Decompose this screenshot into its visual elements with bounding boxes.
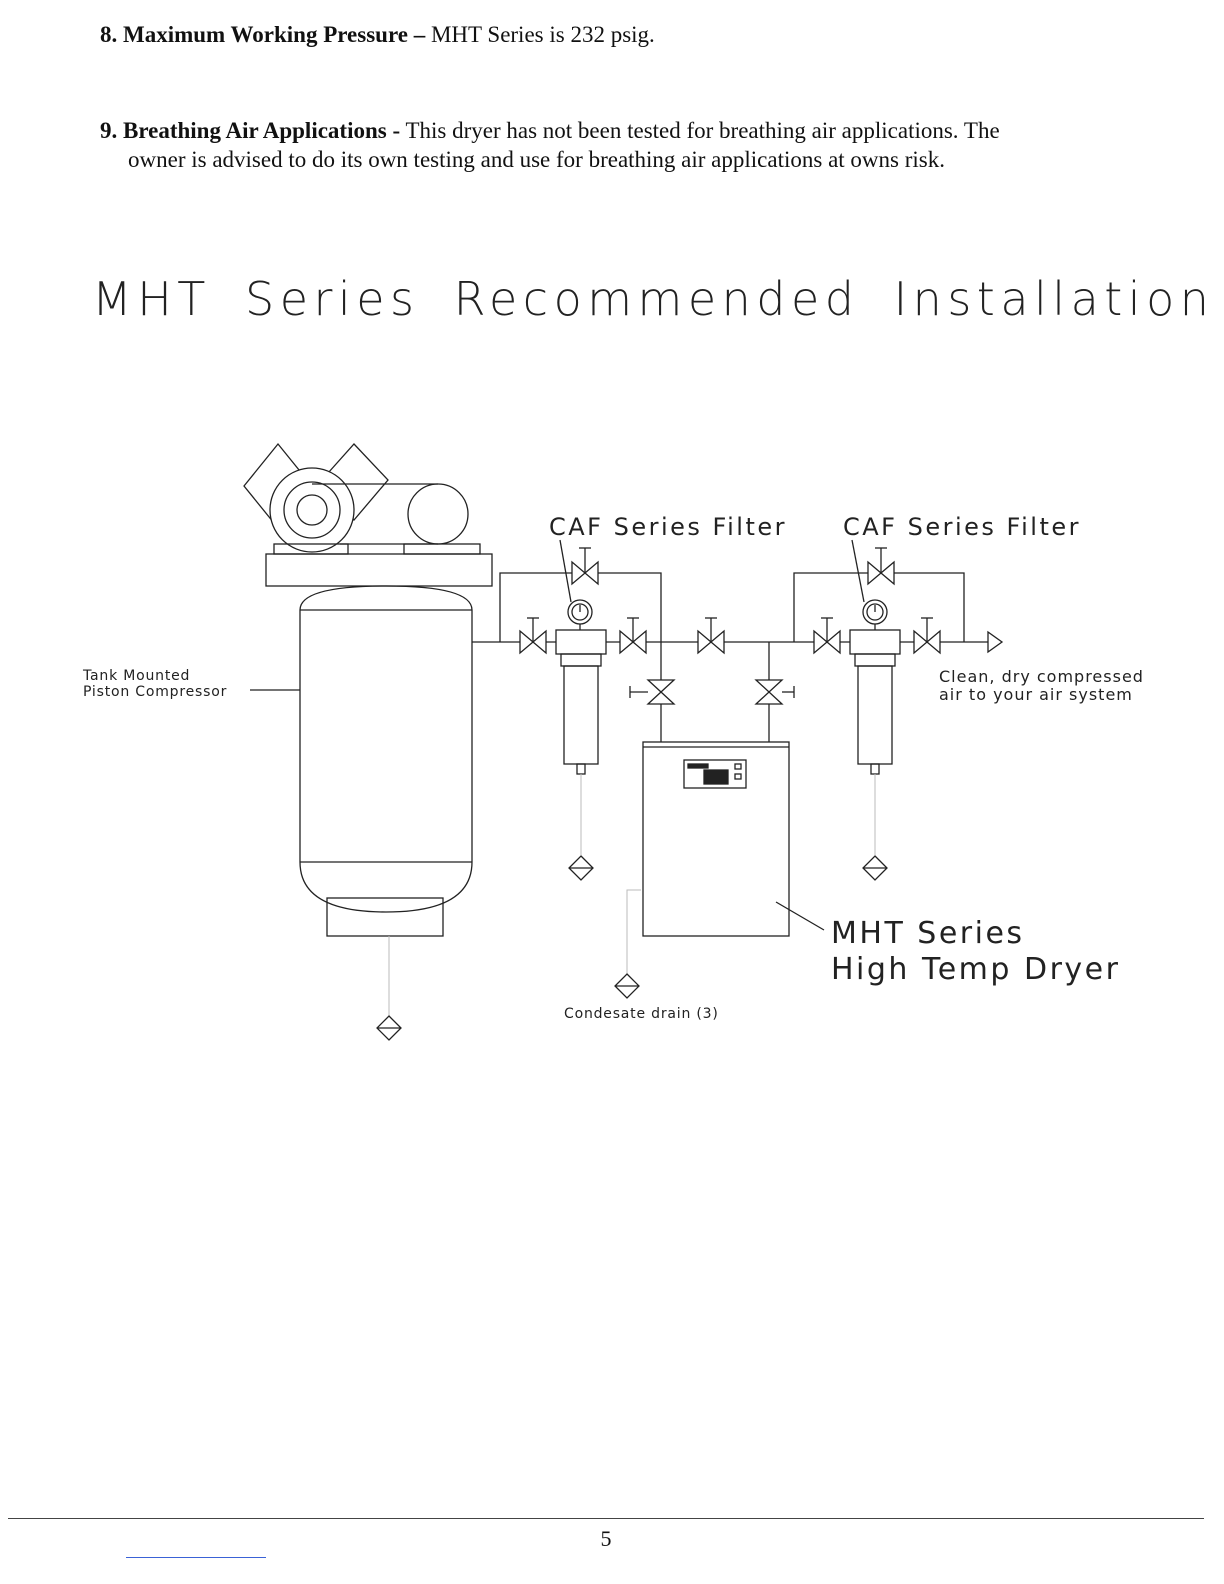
filter-1-label: CAF Series Filter bbox=[549, 513, 787, 541]
dryer-label-line2: High Temp Dryer bbox=[831, 952, 1120, 987]
item-text: MHT Series is 232 psig. bbox=[425, 22, 655, 47]
dryer-label-line1: MHT Series bbox=[831, 916, 1025, 951]
outlet-label-line1: Clean, dry compressed bbox=[939, 667, 1144, 686]
page-number: 5 bbox=[600, 1526, 612, 1551]
valves bbox=[519, 547, 941, 705]
item-breathing-air-applications: 9. Breathing Air Applications - This dry… bbox=[100, 116, 1160, 174]
tank-mounted-compressor bbox=[243, 442, 493, 937]
caf-filter-1 bbox=[555, 599, 607, 855]
compressor-label-line1: Tank Mounted bbox=[82, 668, 190, 684]
footer-divider bbox=[8, 1518, 1204, 1519]
item-heading: 8. Maximum Working Pressure – bbox=[100, 22, 426, 47]
item-text-continued: owner is advised to do its own testing a… bbox=[128, 147, 945, 172]
outlet-label-line2: air to your air system bbox=[939, 685, 1133, 704]
compressor-label-line2: Piston Compressor bbox=[83, 684, 227, 700]
footer-link-underline bbox=[126, 1557, 266, 1558]
drain-icons bbox=[376, 855, 888, 1041]
outlet-arrow-icon bbox=[987, 630, 1004, 654]
filter-2-label: CAF Series Filter bbox=[843, 513, 1081, 541]
diagram-title: MHT Series Recommended Installation bbox=[92, 272, 1215, 326]
drain-label: Condesate drain (3) bbox=[564, 1006, 719, 1022]
mht-high-temp-dryer bbox=[642, 741, 790, 937]
item-maximum-working-pressure: 8. Maximum Working Pressure – MHT Series… bbox=[100, 20, 1160, 49]
caf-filter-2 bbox=[849, 599, 901, 855]
item-text: This dryer has not been tested for breat… bbox=[400, 118, 1000, 143]
item-heading: 9. Breathing Air Applications - bbox=[100, 118, 401, 143]
diagram-labels: CAF Series Filter CAF Series Filter Tank… bbox=[82, 513, 1144, 1022]
